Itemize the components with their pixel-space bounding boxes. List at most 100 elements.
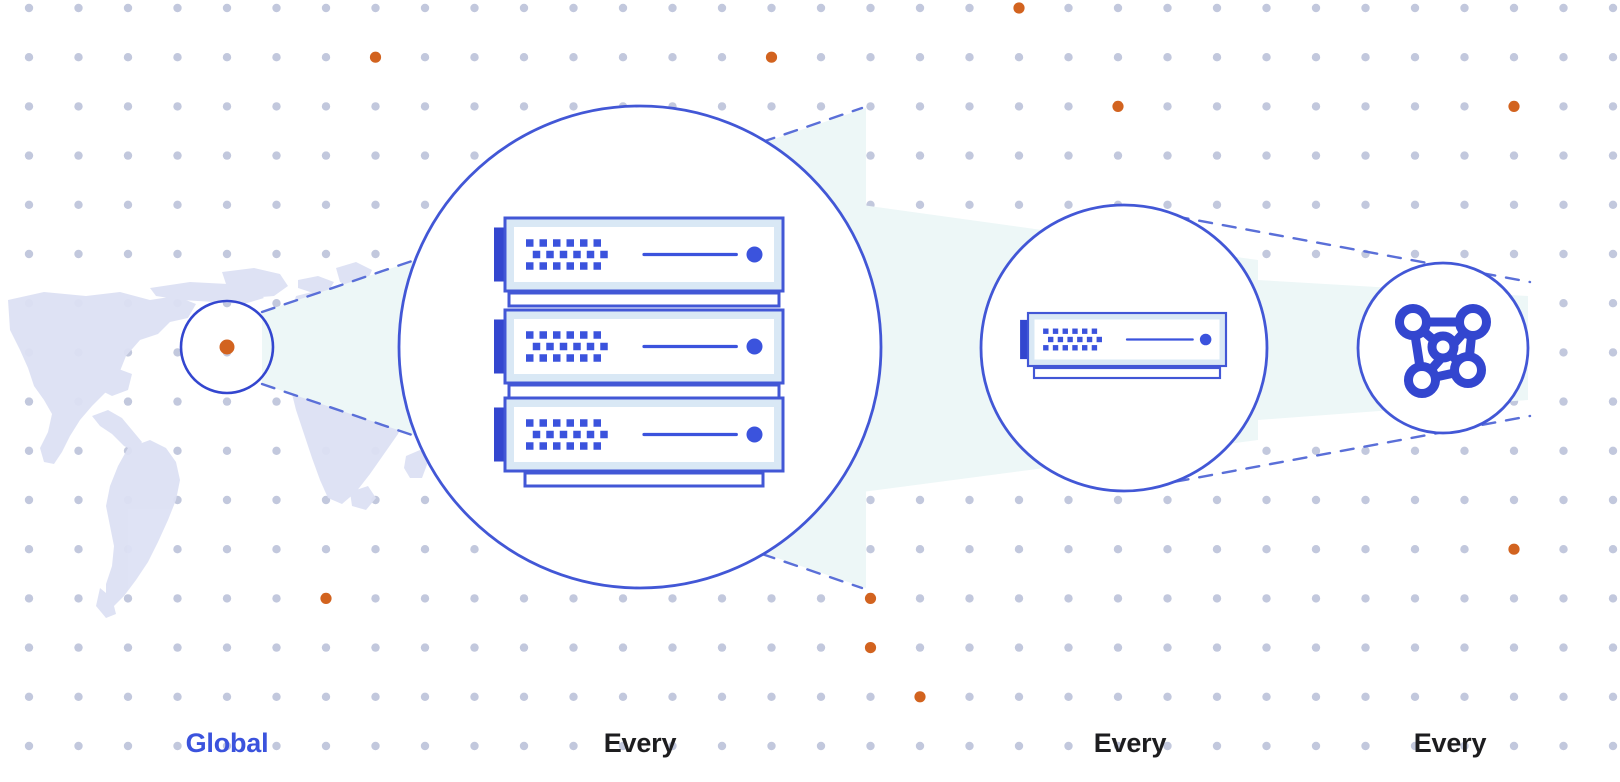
- grid-dot: [866, 53, 875, 62]
- grid-dot: [1608, 348, 1618, 357]
- server-vent-square: [580, 419, 588, 427]
- grid-dot: [1361, 102, 1370, 111]
- grid-dot: [1410, 692, 1420, 701]
- grid-dot: [222, 446, 232, 455]
- grid-dot-highlight: [1112, 100, 1124, 112]
- server-vent-square: [546, 250, 554, 259]
- server-vent-square: [1082, 345, 1088, 351]
- rack-shelf-bar: [507, 291, 781, 308]
- grid-dot: [668, 692, 677, 701]
- grid-dot: [1311, 495, 1321, 505]
- grid-dot: [1262, 741, 1271, 751]
- grid-dot: [1460, 545, 1469, 554]
- grid-dot: [1559, 545, 1568, 554]
- grid-dot: [1163, 102, 1172, 111]
- grid-dot: [1460, 643, 1469, 652]
- grid-dot: [1509, 692, 1519, 701]
- grid-dot: [1014, 151, 1024, 160]
- grid-dot: [123, 643, 133, 652]
- grid-dot: [1212, 3, 1222, 13]
- grid-dot: [1262, 594, 1271, 603]
- server-vent-square: [526, 419, 534, 427]
- grid-dot: [569, 3, 578, 13]
- server-vent-square: [1096, 336, 1102, 343]
- grid-dot: [1064, 53, 1073, 62]
- grid-dot: [618, 643, 628, 652]
- server-vent-square: [1091, 328, 1098, 334]
- grid-dot: [1509, 594, 1519, 603]
- grid-dot: [1410, 102, 1420, 111]
- server-vent-square: [566, 262, 574, 270]
- grid-dot: [1361, 446, 1370, 455]
- grid-dot: [569, 102, 578, 111]
- grid-dot: [1559, 102, 1568, 111]
- grid-dot: [767, 3, 776, 13]
- grid-dot: [222, 545, 232, 554]
- grid-dot: [173, 741, 182, 751]
- grid-dot: [74, 594, 83, 603]
- server-vent-square: [600, 430, 608, 439]
- server-vent-square: [1052, 345, 1059, 351]
- grid-dot: [1410, 741, 1420, 751]
- grid-dot: [915, 741, 925, 751]
- grid-dot: [1509, 495, 1519, 505]
- grid-dot: [1014, 643, 1024, 652]
- server-vent-square: [546, 342, 554, 351]
- grid-dot: [173, 348, 182, 357]
- grid-dot: [915, 594, 925, 603]
- grid-dot: [1014, 102, 1024, 111]
- grid-dot: [74, 446, 83, 455]
- grid-dot: [816, 643, 826, 652]
- grid-dot: [1559, 495, 1568, 505]
- map-location-marker-icon: [219, 339, 235, 355]
- grid-dot: [123, 741, 133, 751]
- grid-dot: [519, 594, 529, 603]
- grid-dot: [470, 3, 479, 13]
- grid-dot: [915, 3, 925, 13]
- grid-dot: [470, 102, 479, 111]
- server-vent-square: [1043, 328, 1049, 334]
- grid-dot: [173, 692, 182, 701]
- grid-dot: [1460, 249, 1469, 259]
- grid-dot: [1311, 741, 1321, 751]
- grid-dot: [1014, 495, 1024, 505]
- grid-dot: [1559, 200, 1568, 209]
- server-vent-square: [1086, 336, 1093, 343]
- server-vent-square: [546, 430, 554, 439]
- grid-dot: [1113, 594, 1123, 603]
- label-global-network-line1: Global: [185, 728, 269, 759]
- grid-dot: [173, 200, 182, 209]
- server-vent-square: [539, 331, 547, 339]
- grid-dot: [965, 545, 974, 554]
- grid-dot: [74, 495, 83, 505]
- grid-dot: [915, 495, 925, 505]
- grid-dot: [1410, 643, 1420, 652]
- grid-dot: [1113, 741, 1123, 751]
- grid-dot: [1113, 643, 1123, 652]
- grid-dot: [1608, 200, 1618, 209]
- grid-dot: [717, 102, 727, 111]
- grid-dot: [1311, 200, 1321, 209]
- grid-dot: [123, 151, 133, 160]
- grid-dot: [1509, 446, 1519, 455]
- grid-dot: [618, 3, 628, 13]
- server-led-icon: [746, 426, 763, 443]
- grid-dot: [1460, 692, 1469, 701]
- grid-dot: [1163, 594, 1172, 603]
- grid-dot: [321, 545, 331, 554]
- grid-dot: [816, 692, 826, 701]
- grid-dot: [420, 495, 430, 505]
- grid-dot: [24, 692, 34, 701]
- grid-dot: [1262, 249, 1271, 259]
- grid-dot: [1410, 249, 1420, 259]
- grid-dot: [1064, 3, 1073, 13]
- grid-dot-highlight: [765, 51, 778, 63]
- grid-dot: [1509, 643, 1519, 652]
- grid-dot: [173, 249, 182, 259]
- server-vent-square: [1062, 328, 1068, 334]
- grid-dot: [173, 545, 182, 554]
- grid-dot: [1509, 200, 1519, 209]
- grid-dot: [1361, 151, 1370, 160]
- grid-dot: [1262, 692, 1271, 701]
- grid-dot: [519, 102, 529, 111]
